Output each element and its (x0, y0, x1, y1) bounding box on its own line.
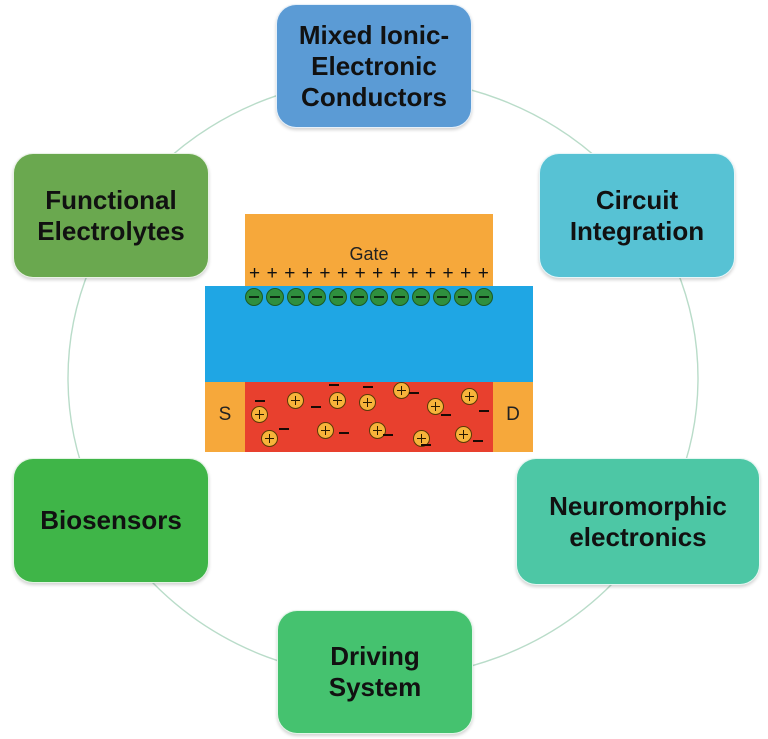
node-line: Neuromorphic (549, 490, 727, 521)
electron-mark (383, 434, 393, 436)
cation-particle (251, 406, 268, 423)
drain-electrode: D (493, 382, 533, 452)
anion-particle (286, 288, 305, 306)
electron-mark (311, 406, 321, 408)
node-line: Functional (45, 184, 177, 215)
electron-mark (363, 386, 373, 388)
cation-particle (461, 388, 478, 405)
anion-particle (454, 288, 473, 306)
cation-particle (455, 426, 472, 443)
anion-particle (412, 288, 431, 306)
node-neuromorphic-electronics: Neuromorphic electronics (516, 458, 760, 585)
node-mixed-ionic-electronic-conductors: Mixed Ionic- Electronic Conductors (276, 4, 472, 128)
node-label: Circuit Integration (570, 185, 704, 247)
source-label: S (218, 404, 232, 425)
electron-mark (421, 444, 431, 446)
node-label: Mixed Ionic- Electronic Conductors (299, 20, 449, 113)
gate-plus-charge: + (389, 263, 401, 284)
node-line: Integration (569, 215, 705, 246)
node-line: Electronic (311, 50, 437, 81)
cation-particle (317, 422, 334, 439)
cation-particle (413, 430, 430, 447)
anion-particle (370, 288, 389, 306)
gate-plus-charge: + (477, 263, 489, 284)
node-functional-electrolytes: Functional Electrolytes (13, 153, 209, 278)
gate-plus-charge: + (372, 263, 384, 284)
electron-mark (479, 410, 489, 412)
cation-particle (369, 422, 386, 439)
cation-particle (393, 382, 410, 399)
gate-plus-charge: + (442, 263, 454, 284)
gate-label: Gate (349, 244, 389, 264)
transistor-device: Gate ++++++++++++++ S D (205, 214, 533, 452)
anion-particle (328, 288, 347, 306)
node-driving-system: Driving System (277, 610, 473, 734)
node-line: Conductors (301, 81, 447, 112)
electron-mark (279, 428, 289, 430)
channel-layer (245, 382, 493, 452)
node-label: Driving System (329, 641, 422, 703)
node-line: Electrolytes (37, 215, 185, 246)
node-line: electronics (569, 521, 707, 552)
gate-plus-charge: + (319, 263, 331, 284)
electron-mark (339, 432, 349, 434)
anion-particle (307, 288, 326, 306)
anion-row (245, 288, 493, 306)
gate-electrode: Gate ++++++++++++++ (245, 214, 493, 286)
drain-label: D (506, 404, 520, 425)
gate-plus-charge: + (266, 263, 278, 284)
gate-charge-row: ++++++++++++++ (249, 264, 489, 284)
node-line: Circuit (595, 184, 679, 215)
electron-mark (255, 400, 265, 402)
gate-plus-charge: + (301, 263, 313, 284)
electron-mark (329, 384, 339, 386)
node-circuit-integration: Circuit Integration (539, 153, 735, 278)
node-label: Functional Electrolytes (37, 185, 184, 247)
anion-particle (433, 288, 452, 306)
gate-plus-charge: + (424, 263, 437, 284)
cation-particle (329, 392, 346, 409)
node-line: Mixed Ionic- (298, 19, 450, 50)
gate-plus-charge: + (249, 263, 261, 284)
gate-plus-charge: + (284, 263, 296, 284)
anion-particle (265, 288, 284, 306)
anion-particle (349, 288, 368, 306)
electron-mark (441, 414, 451, 416)
cation-particle (359, 394, 376, 411)
gate-plus-charge: + (354, 263, 366, 284)
node-line: Driving (330, 641, 420, 671)
electron-mark (473, 440, 483, 442)
anion-particle (474, 288, 493, 306)
node-line: Biosensors (40, 505, 182, 535)
cation-particle (261, 430, 278, 447)
node-line: System (328, 672, 422, 702)
anion-particle (391, 288, 410, 306)
node-label: Biosensors (40, 505, 182, 536)
electron-mark (409, 392, 419, 394)
node-biosensors: Biosensors (13, 458, 209, 583)
cation-particle (287, 392, 304, 409)
source-electrode: S (205, 382, 245, 452)
gate-plus-charge: + (336, 263, 349, 284)
anion-particle (245, 288, 263, 306)
gate-plus-charge: + (460, 263, 472, 284)
node-label: Neuromorphic electronics (549, 491, 727, 553)
electrolyte-layer (205, 286, 533, 382)
cation-particle (427, 398, 444, 415)
gate-plus-charge: + (407, 263, 419, 284)
